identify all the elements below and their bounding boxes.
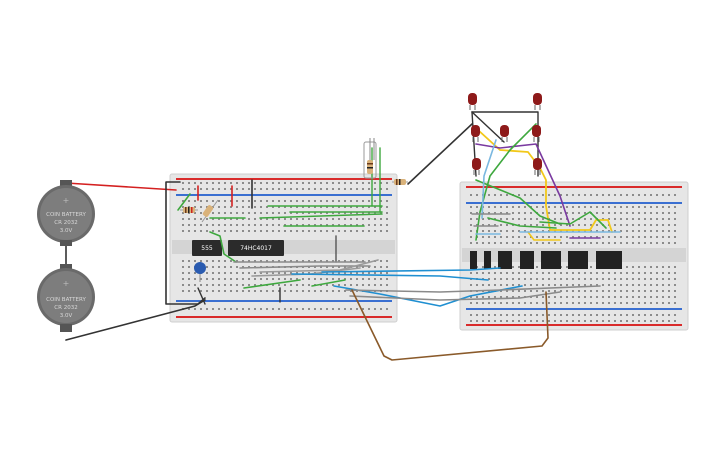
chip-555: 555 [192,240,222,256]
battery-top-line1: COIN BATTERY [46,212,86,218]
transistor [520,251,534,269]
battery-bottom-line1: COIN BATTERY [46,297,86,303]
transistor [484,251,491,269]
chip-555-label: 555 [201,245,213,252]
battery-top-line2: CR 2032 [54,220,77,226]
wires [65,111,621,361]
wire-red-battery [65,182,177,191]
rail-top-negative [176,194,392,196]
chip-74hc4017: 74HC4017 [228,240,284,256]
led [532,125,541,142]
wire-blue [321,267,501,273]
resistor-left [180,207,198,213]
wire-blue [333,285,523,307]
transistor [568,251,588,269]
wire-green [475,123,537,241]
transistor [498,251,512,269]
rail-bottom-negative [176,300,392,302]
rail-bottom-positive-right [466,324,682,326]
resistor-diagonal [201,199,219,223]
transistor [541,251,561,269]
coin-battery-bottom: + COIN BATTERY CR 2032 3.0V [37,264,95,332]
battery-top-line3: 3.0V [60,228,73,234]
led [472,158,481,175]
chip-74hc4017-label: 74HC4017 [240,245,272,252]
battery-bottom-line3: 3.0V [60,313,73,319]
led [468,93,477,110]
wire-green [311,279,346,287]
wire-green [243,279,301,289]
wire-gray [345,285,601,293]
rail-bottom-negative-right [466,308,682,310]
led [500,125,509,142]
wire-brown [351,289,549,361]
wire-blue [291,273,489,281]
wire-black [197,287,206,305]
capacitor [194,262,206,282]
wire-gray [349,291,561,301]
rail-top-positive [176,178,392,180]
wire-green [177,193,191,211]
rail-top-positive-right [466,186,682,188]
plus-icon: + [63,279,70,288]
rail-top-negative-right [466,202,682,204]
rail-bottom-positive [176,316,392,318]
wire-green [475,179,561,225]
wire-black-battery [65,299,206,341]
led-group [468,93,542,175]
plus-icon: + [63,196,70,205]
wire-yellow [477,129,613,233]
coin-battery-top: + COIN BATTERY CR 2032 3.0V [37,180,95,246]
transistor-row [470,251,622,269]
wire-green [209,231,237,263]
wire-black [407,123,473,185]
wire-black-loop [165,181,206,305]
wire-black [471,111,539,177]
wire-green [487,217,557,229]
wire-yellow [527,231,561,241]
wire-purple [475,143,571,227]
transistor [470,251,477,269]
wire-lightblue [481,139,497,219]
resistor-top [392,179,408,185]
led [533,93,542,110]
wire-green [539,211,607,229]
led [471,125,480,142]
battery-bottom-line2: CR 2032 [54,305,77,311]
vertical-resistor [363,138,377,179]
wire-green [259,213,383,219]
wire-black [471,111,505,143]
transistor [596,251,622,269]
led [533,158,542,175]
